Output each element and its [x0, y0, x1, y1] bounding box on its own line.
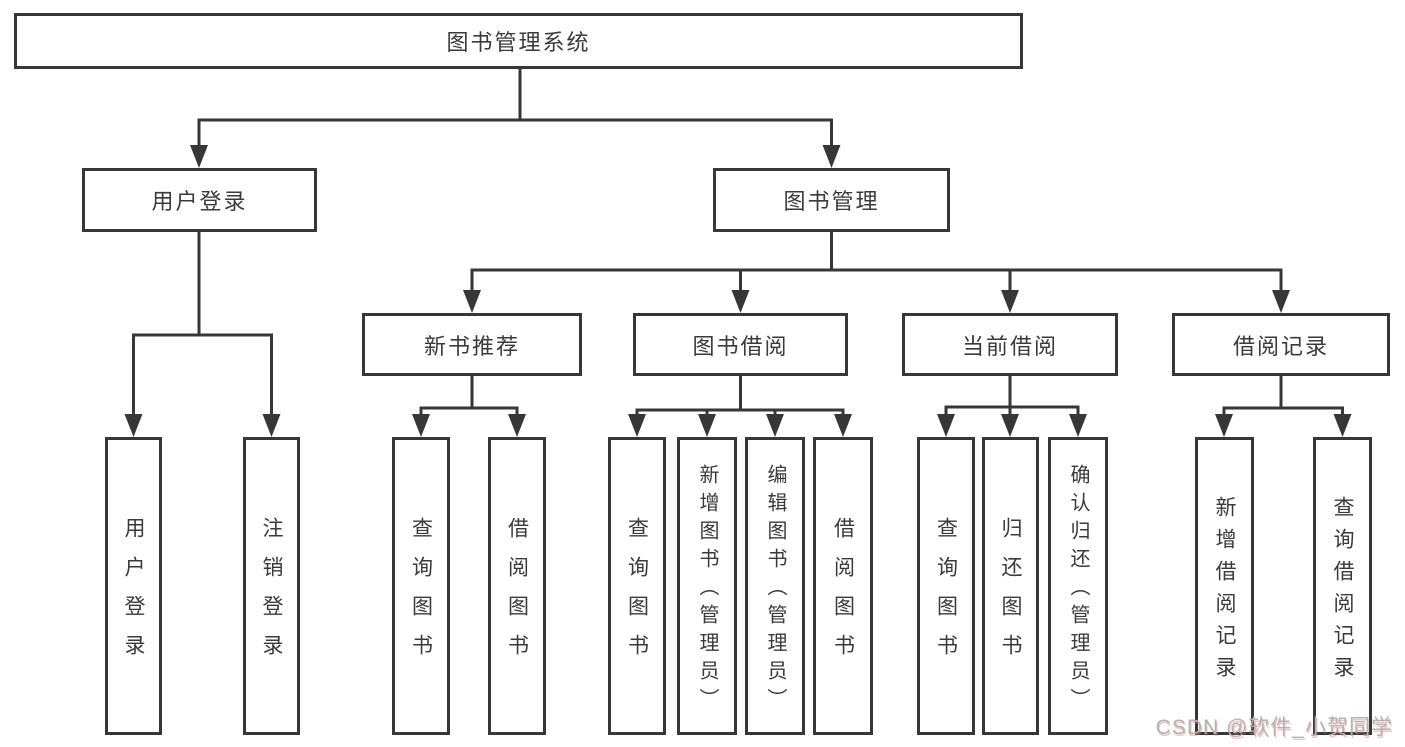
node-root-system: 图书管理系统	[14, 13, 1023, 69]
node-book-borrow: 图书借阅	[633, 313, 848, 376]
node-label: 图书借阅	[692, 333, 789, 359]
node-borrow-records: 借阅记录	[1172, 313, 1390, 376]
connector-new-book-rec-to-leaves	[419, 376, 519, 420]
node-label: 新增借阅记录	[1213, 496, 1236, 688]
node-current-borrow: 当前借阅	[902, 313, 1118, 376]
arrow-down-icon	[834, 414, 852, 437]
arrow-down-icon	[190, 145, 208, 168]
csdn-watermark: CSDN @软件_小贺同学	[1155, 716, 1393, 739]
leaf-query-books-recommend: 查询图书	[392, 437, 450, 735]
arrow-down-icon	[628, 414, 646, 437]
leaf-add-book-admin: 新增图书（管理员）	[677, 437, 737, 735]
arrowheads	[124, 145, 1352, 437]
arrow-down-icon	[1215, 414, 1233, 437]
arrow-down-icon	[508, 414, 526, 437]
node-label: 借阅记录	[1232, 333, 1329, 359]
leaf-user-login: 用户登录	[105, 437, 162, 735]
arrow-down-icon	[1069, 414, 1087, 437]
arrow-down-icon	[822, 145, 841, 168]
arrow-down-icon	[1333, 414, 1352, 437]
node-label: 编辑图书（管理员）	[764, 464, 786, 716]
node-label: 借阅图书	[831, 517, 855, 673]
node-label: 当前借阅	[961, 333, 1058, 359]
node-label: 新增图书（管理员）	[696, 464, 718, 716]
arrow-down-icon	[262, 414, 281, 437]
arrow-down-icon	[698, 414, 716, 437]
arrow-down-icon	[731, 290, 750, 313]
leaf-logout: 注销登录	[243, 437, 300, 735]
arrow-down-icon	[1001, 414, 1019, 437]
node-label: 图书管理系统	[446, 30, 591, 55]
leaf-borrow-books: 借阅图书	[813, 437, 873, 735]
leaf-edit-book-admin: 编辑图书（管理员）	[745, 437, 805, 735]
arrow-down-icon	[412, 414, 430, 437]
node-label: 查询图书	[409, 517, 433, 673]
arrow-down-icon	[1001, 290, 1019, 313]
node-label: 新书推荐	[423, 333, 520, 359]
node-label: 用户登录	[122, 517, 145, 673]
connector-root-to-level2	[197, 69, 833, 150]
leaf-borrow-books-recommend: 借阅图书	[488, 437, 546, 735]
leaf-return-books: 归还图书	[982, 437, 1039, 735]
connector-book-mgmt-to-level3	[470, 232, 1283, 295]
leaf-confirm-return-admin: 确认归还（管理员）	[1048, 437, 1108, 735]
connector-book-borrow-to-leaves	[635, 376, 845, 420]
connector-current-borrow-to-leaves	[944, 376, 1080, 420]
leaf-query-borrow-record: 查询借阅记录	[1313, 437, 1372, 735]
node-label: 用户登录	[151, 189, 248, 214]
arrow-down-icon	[1272, 290, 1290, 313]
node-book-management: 图书管理	[713, 168, 950, 232]
node-label: 借阅图书	[505, 517, 529, 673]
leaf-query-books-borrow: 查询图书	[608, 437, 666, 735]
node-label: 归还图书	[999, 517, 1022, 673]
node-label: 注销登录	[260, 517, 283, 673]
node-label: 图书管理	[783, 189, 880, 214]
leaf-add-borrow-record: 新增借阅记录	[1195, 437, 1254, 735]
node-label: 查询借阅记录	[1331, 496, 1354, 688]
node-label: 确认归还（管理员）	[1067, 464, 1089, 716]
node-label: 查询图书	[934, 517, 958, 673]
node-label: 查询图书	[625, 517, 649, 673]
connector-user-login-to-leaves	[132, 232, 273, 420]
arrow-down-icon	[124, 414, 143, 437]
leaf-query-books-current: 查询图书	[917, 437, 975, 735]
node-new-book-recommend: 新书推荐	[362, 313, 582, 376]
arrow-down-icon	[766, 414, 784, 437]
node-user-login: 用户登录	[82, 168, 317, 232]
arrow-down-icon	[463, 290, 481, 313]
arrow-down-icon	[937, 414, 955, 437]
connector-borrow-records-to-leaves	[1222, 376, 1344, 420]
